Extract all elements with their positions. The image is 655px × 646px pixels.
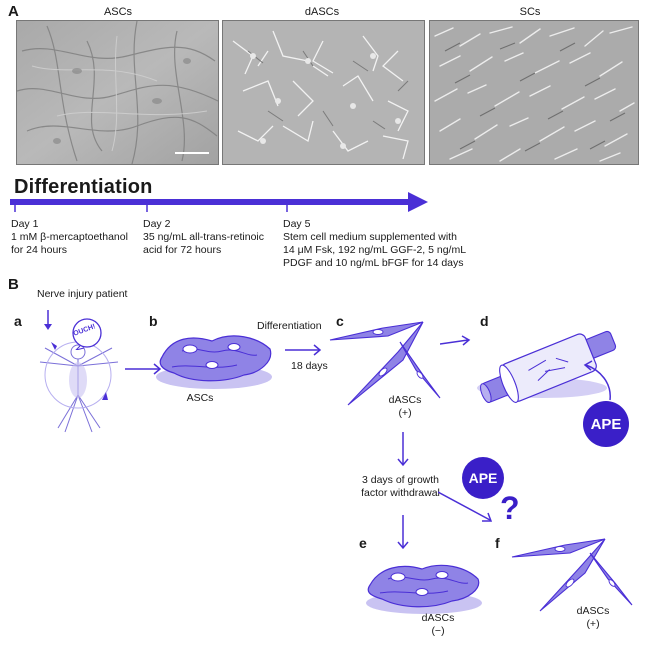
timeline-day-2: Day 2 35 ng/mL all-trans-retinoic acid f…: [143, 218, 278, 257]
step-c-letter: c: [336, 313, 344, 329]
dascs-f-sign: (+): [586, 618, 600, 630]
arrow-to-f: [438, 491, 493, 522]
dascs-e-sign: (−): [431, 625, 445, 637]
timeline-arrow: [10, 192, 428, 212]
step-d-letter: d: [480, 313, 489, 329]
dascs-f-name: dASCs: [576, 605, 610, 617]
day-5-text-3: PDGF and 10 ng/mL bFGF for 14 days: [283, 257, 464, 269]
dascs-cells-e: [366, 564, 482, 614]
day-5-text-1: Stem cell medium supplemented with: [283, 231, 457, 243]
arrow-b-to-c: [285, 344, 322, 356]
differentiation-label: Differentiation: [257, 320, 322, 332]
day-1-text-2: for 24 hours: [11, 244, 68, 256]
nerve-conduit: [477, 330, 617, 404]
dascs-c-name: dASCs: [388, 394, 422, 406]
image-label-dascs: dASCs: [304, 6, 340, 18]
timeline-title: Differentiation: [14, 176, 153, 198]
arrow-c-down: [397, 432, 409, 467]
day-2-text-2: acid for 72 hours: [143, 244, 222, 256]
dascs-plus-label-f: dASCs (+): [568, 605, 618, 631]
panel-a-letter: A: [8, 3, 19, 20]
dascs-e-name: dASCs: [421, 612, 455, 624]
ascs-label: ASCs: [186, 392, 214, 404]
withdrawal-line-2: factor withdrawal: [361, 487, 440, 499]
arrow-c-to-d: [440, 335, 471, 346]
step-a-letter: a: [14, 313, 22, 329]
dascs-cells-f: [511, 538, 633, 612]
day-5-text-2: 14 μM Fsk, 192 ng/mL GGF-2, 5 ng/mL: [283, 244, 467, 256]
day-5-label: Day 5: [283, 218, 311, 230]
dascs-minus-label: dASCs (−): [413, 612, 463, 638]
day-1-text-1: 1 mM β-mercaptoethanol: [11, 231, 128, 243]
step-f-letter: f: [495, 535, 500, 551]
arrow-to-e: [397, 515, 409, 550]
question-mark: ?: [500, 490, 520, 526]
patient-label: Nerve injury patient: [37, 288, 128, 300]
micrograph-scs: [429, 20, 639, 165]
dascs-cells-c: [329, 321, 441, 406]
micrograph-dascs: [222, 20, 425, 165]
days-label: 18 days: [291, 360, 328, 372]
arrow-a-to-b: [125, 363, 162, 375]
withdrawal-label: 3 days of growth factor withdrawal: [343, 474, 458, 500]
day-2-text-1: 35 ng/mL all-trans-retinoic: [143, 231, 264, 243]
image-label-scs: SCs: [519, 6, 541, 18]
patient-figure: [39, 310, 119, 433]
day-2-label: Day 2: [143, 218, 171, 230]
dascs-c-sign: (+): [398, 407, 412, 419]
micrograph-ascs: [16, 20, 219, 165]
step-e-letter: e: [359, 535, 367, 551]
withdrawal-line-1: 3 days of growth: [361, 474, 440, 486]
dascs-plus-label-c: dASCs (+): [380, 394, 430, 420]
ouch-bubble: [72, 318, 102, 350]
panel-b-letter: B: [8, 276, 19, 293]
timeline-day-1: Day 1 1 mM β-mercaptoethanol for 24 hour…: [11, 218, 141, 257]
day-1-label: Day 1: [11, 218, 39, 230]
step-b-letter: b: [149, 313, 158, 329]
ascs-cells-b: [156, 335, 272, 389]
image-label-ascs: ASCs: [103, 6, 133, 18]
arrow-ape-to-conduit: [583, 360, 611, 401]
timeline-day-5: Day 5 Stem cell medium supplemented with…: [283, 218, 483, 270]
ape-badge-f: APE: [462, 457, 504, 499]
ape-badge-d: APE: [583, 401, 629, 447]
